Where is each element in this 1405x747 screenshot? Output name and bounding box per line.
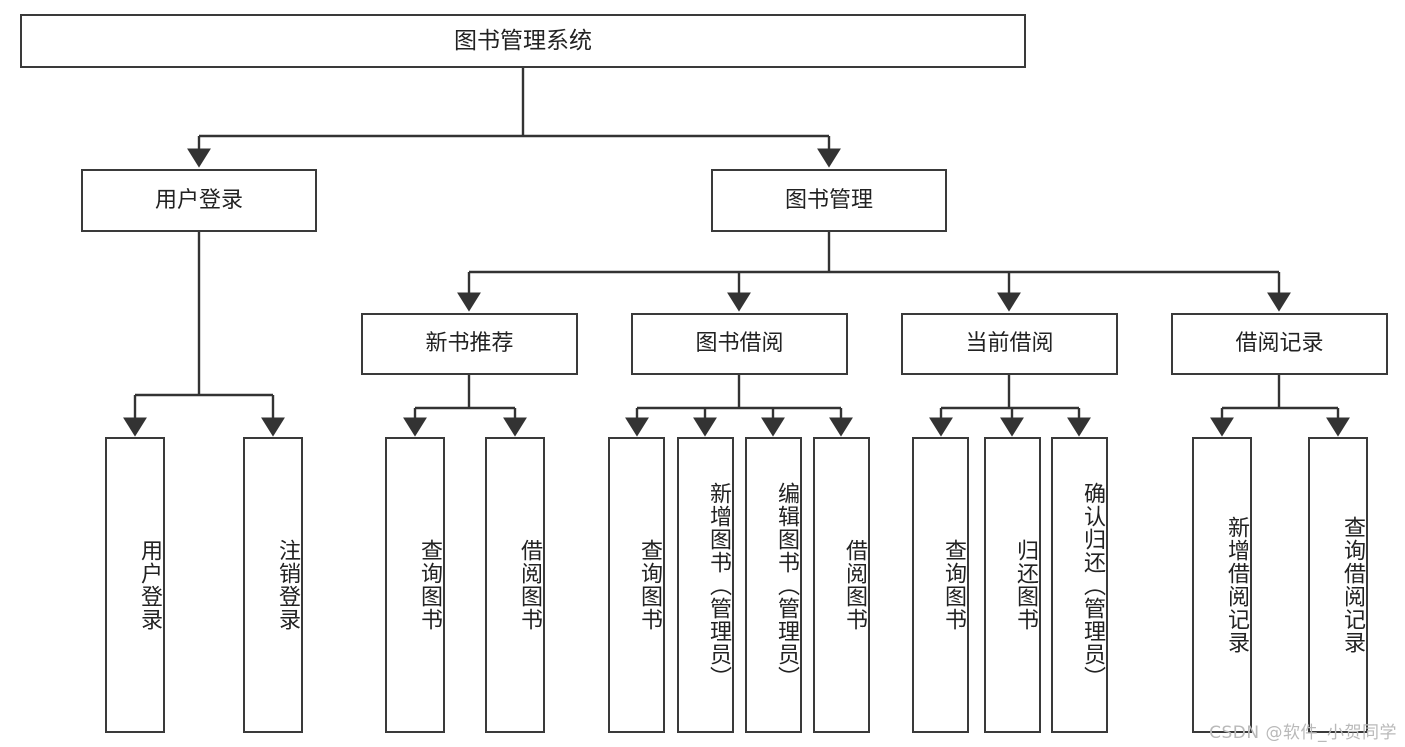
node-root[interactable]: 图书管理系统 [20,14,1026,68]
node-leaf-query-book-2[interactable]: 查询图书 [608,437,665,733]
node-leaf-borrow-book-1-label: 借阅图书 [517,539,542,631]
csdn-watermark: CSDN @软件_小贺同学 [1209,723,1397,743]
node-book-borrow[interactable]: 图书借阅 [631,313,848,375]
node-book-borrow-label: 图书借阅 [695,331,784,357]
node-leaf-query-book-1-label: 查询图书 [417,539,442,631]
node-leaf-confirm-return-label: 确认归还（管理员） [1080,481,1105,689]
node-book-manage[interactable]: 图书管理 [711,169,947,232]
node-leaf-query-book-3[interactable]: 查询图书 [912,437,969,733]
node-leaf-edit-book[interactable]: 编辑图书（管理员） [745,437,802,733]
node-leaf-query-book-1[interactable]: 查询图书 [385,437,445,733]
node-leaf-return-book[interactable]: 归还图书 [984,437,1041,733]
node-leaf-edit-book-label: 编辑图书（管理员） [774,481,799,689]
node-leaf-confirm-return[interactable]: 确认归还（管理员） [1051,437,1108,733]
node-current-borrow-label: 当前借阅 [965,331,1054,357]
node-book-manage-label: 图书管理 [784,187,873,213]
node-borrow-record[interactable]: 借阅记录 [1171,313,1388,375]
node-leaf-add-book-label: 新增图书（管理员） [706,481,731,689]
node-leaf-borrow-book-1[interactable]: 借阅图书 [485,437,545,733]
node-leaf-query-book-2-label: 查询图书 [637,539,662,631]
node-leaf-user-login-label: 用户登录 [137,539,162,631]
node-new-book-recommend-label: 新书推荐 [425,331,514,357]
node-borrow-record-label: 借阅记录 [1235,331,1324,357]
node-leaf-return-book-label: 归还图书 [1013,539,1038,631]
node-leaf-user-logout[interactable]: 注销登录 [243,437,303,733]
node-leaf-user-login[interactable]: 用户登录 [105,437,165,733]
node-current-borrow[interactable]: 当前借阅 [901,313,1118,375]
node-leaf-add-record[interactable]: 新增借阅记录 [1192,437,1252,733]
node-root-label: 图书管理系统 [454,27,592,54]
node-leaf-query-record[interactable]: 查询借阅记录 [1308,437,1368,733]
node-leaf-query-book-3-label: 查询图书 [941,539,966,631]
node-user-login-label: 用户登录 [154,187,243,213]
node-user-login[interactable]: 用户登录 [81,169,317,232]
node-leaf-add-record-label: 新增借阅记录 [1224,516,1249,654]
node-leaf-add-book[interactable]: 新增图书（管理员） [677,437,734,733]
node-leaf-borrow-book-2-label: 借阅图书 [842,539,867,631]
node-new-book-recommend[interactable]: 新书推荐 [361,313,578,375]
node-leaf-borrow-book-2[interactable]: 借阅图书 [813,437,870,733]
node-leaf-query-record-label: 查询借阅记录 [1340,516,1365,654]
node-leaf-user-logout-label: 注销登录 [275,539,300,631]
